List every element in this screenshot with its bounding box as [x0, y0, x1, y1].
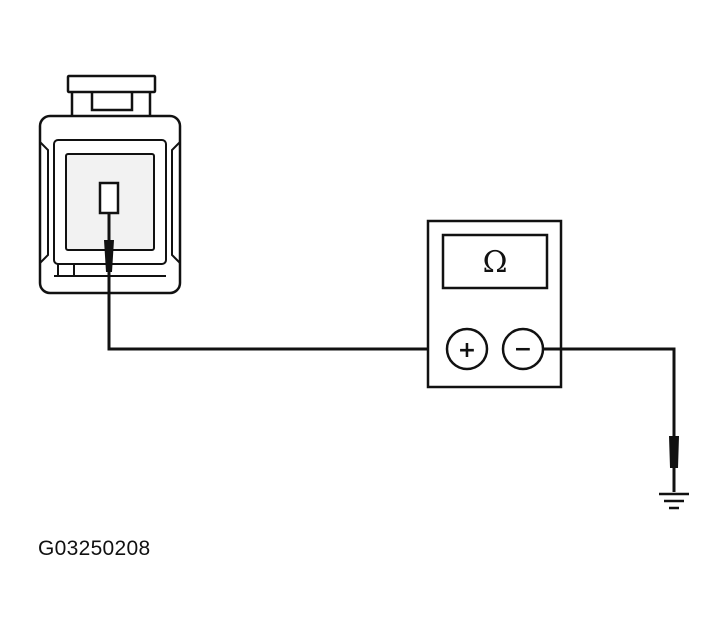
ohmmeter: Ω + −	[426, 219, 563, 389]
connector-left-rib	[39, 141, 49, 264]
lead-wire-positive	[107, 272, 446, 351]
connector-terminal-cavity	[98, 181, 120, 215]
meter-display	[441, 233, 549, 290]
probe-negative	[669, 436, 679, 492]
lead-wire-negative	[543, 347, 676, 436]
positive-terminal-symbol: +	[458, 338, 476, 363]
connector-latch-body	[70, 92, 152, 118]
connector-latch	[66, 74, 157, 94]
negative-terminal-symbol: −	[514, 337, 532, 362]
probe-positive	[104, 213, 114, 272]
connector-component	[38, 74, 182, 295]
ohm-symbol: Ω	[483, 245, 508, 280]
ground-symbol	[659, 492, 689, 510]
positive-terminal	[445, 327, 489, 371]
figure-id-label: G03250208	[38, 537, 151, 560]
connector-right-rib	[171, 141, 181, 264]
